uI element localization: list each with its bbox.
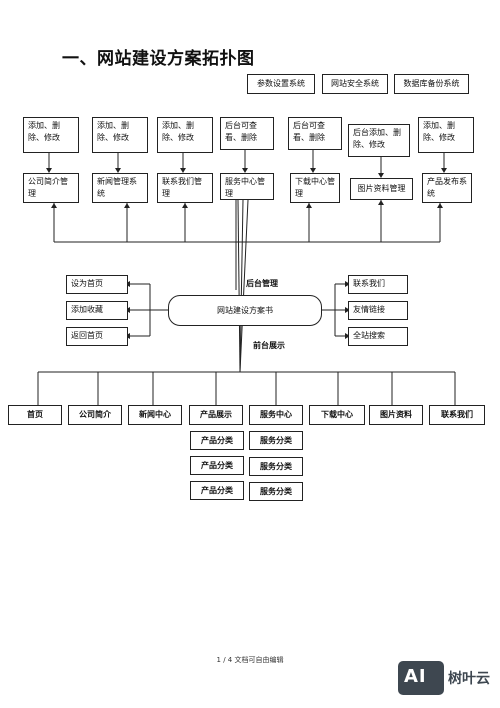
admin-action-box: 添加、删除、修改 [23,117,79,153]
page-title: 一、网站建设方案拓扑图 [62,49,255,69]
logo-name: 树叶云 [448,671,490,687]
friend-links-link[interactable]: 友情链接 [348,301,408,320]
page-footer: 1 / 4 文档可自由编辑 [216,656,284,664]
product-category-item[interactable]: 产品分类 [190,456,244,475]
admin-action-box: 后台添加、删除、修改 [348,124,410,157]
nav-download[interactable]: 下载中心 [309,405,365,425]
frontend-label: 前台展示 [253,341,285,350]
set-homepage-button[interactable]: 设为首页 [66,275,128,294]
service-category-item[interactable]: 服务分类 [249,482,303,501]
nav-products[interactable]: 产品展示 [189,405,243,425]
service-category-item[interactable]: 服务分类 [249,457,303,476]
site-search-button[interactable]: 全站搜索 [348,327,408,346]
admin-module-service[interactable]: 服务中心管理 [220,173,274,200]
site-security-button[interactable]: 网站安全系统 [322,74,388,94]
admin-action-box: 添加、删除、修改 [92,117,148,153]
central-plan-node: 网站建设方案书 [168,295,322,326]
product-category-item[interactable]: 产品分类 [190,431,244,450]
logo-badge: AI [398,661,444,695]
add-favorite-button[interactable]: 添加收藏 [66,301,128,320]
contact-us-link[interactable]: 联系我们 [348,275,408,294]
nav-home[interactable]: 首页 [8,405,62,425]
admin-module-news[interactable]: 新闻管理系统 [92,173,148,203]
nav-news[interactable]: 新闻中心 [128,405,182,425]
nav-contact[interactable]: 联系我们 [429,405,485,425]
admin-action-box: 后台可查看、删除 [288,117,342,150]
param-settings-button[interactable]: 参数设置系统 [247,74,315,94]
admin-action-box: 添加、删除、修改 [418,117,474,153]
nav-images[interactable]: 图片资料 [369,405,423,425]
back-home-button[interactable]: 返回首页 [66,327,128,346]
product-category-item[interactable]: 产品分类 [190,481,244,500]
admin-module-products[interactable]: 产品发布系统 [422,173,472,203]
admin-action-box: 添加、删除、修改 [157,117,213,153]
db-backup-button[interactable]: 数据库备份系统 [394,74,469,94]
logo-mark: AI [404,666,427,687]
admin-module-contact[interactable]: 联系我们管理 [157,173,213,203]
admin-module-download[interactable]: 下载中心管理 [290,173,340,203]
admin-action-box: 后台可查看、删除 [220,117,274,150]
nav-company[interactable]: 公司简介 [68,405,122,425]
admin-module-company[interactable]: 公司简介管理 [23,173,79,203]
admin-module-images[interactable]: 图片资料管理 [350,178,413,200]
service-category-item[interactable]: 服务分类 [249,431,303,450]
nav-service[interactable]: 服务中心 [249,405,303,425]
backend-label: 后台管理 [246,279,278,288]
